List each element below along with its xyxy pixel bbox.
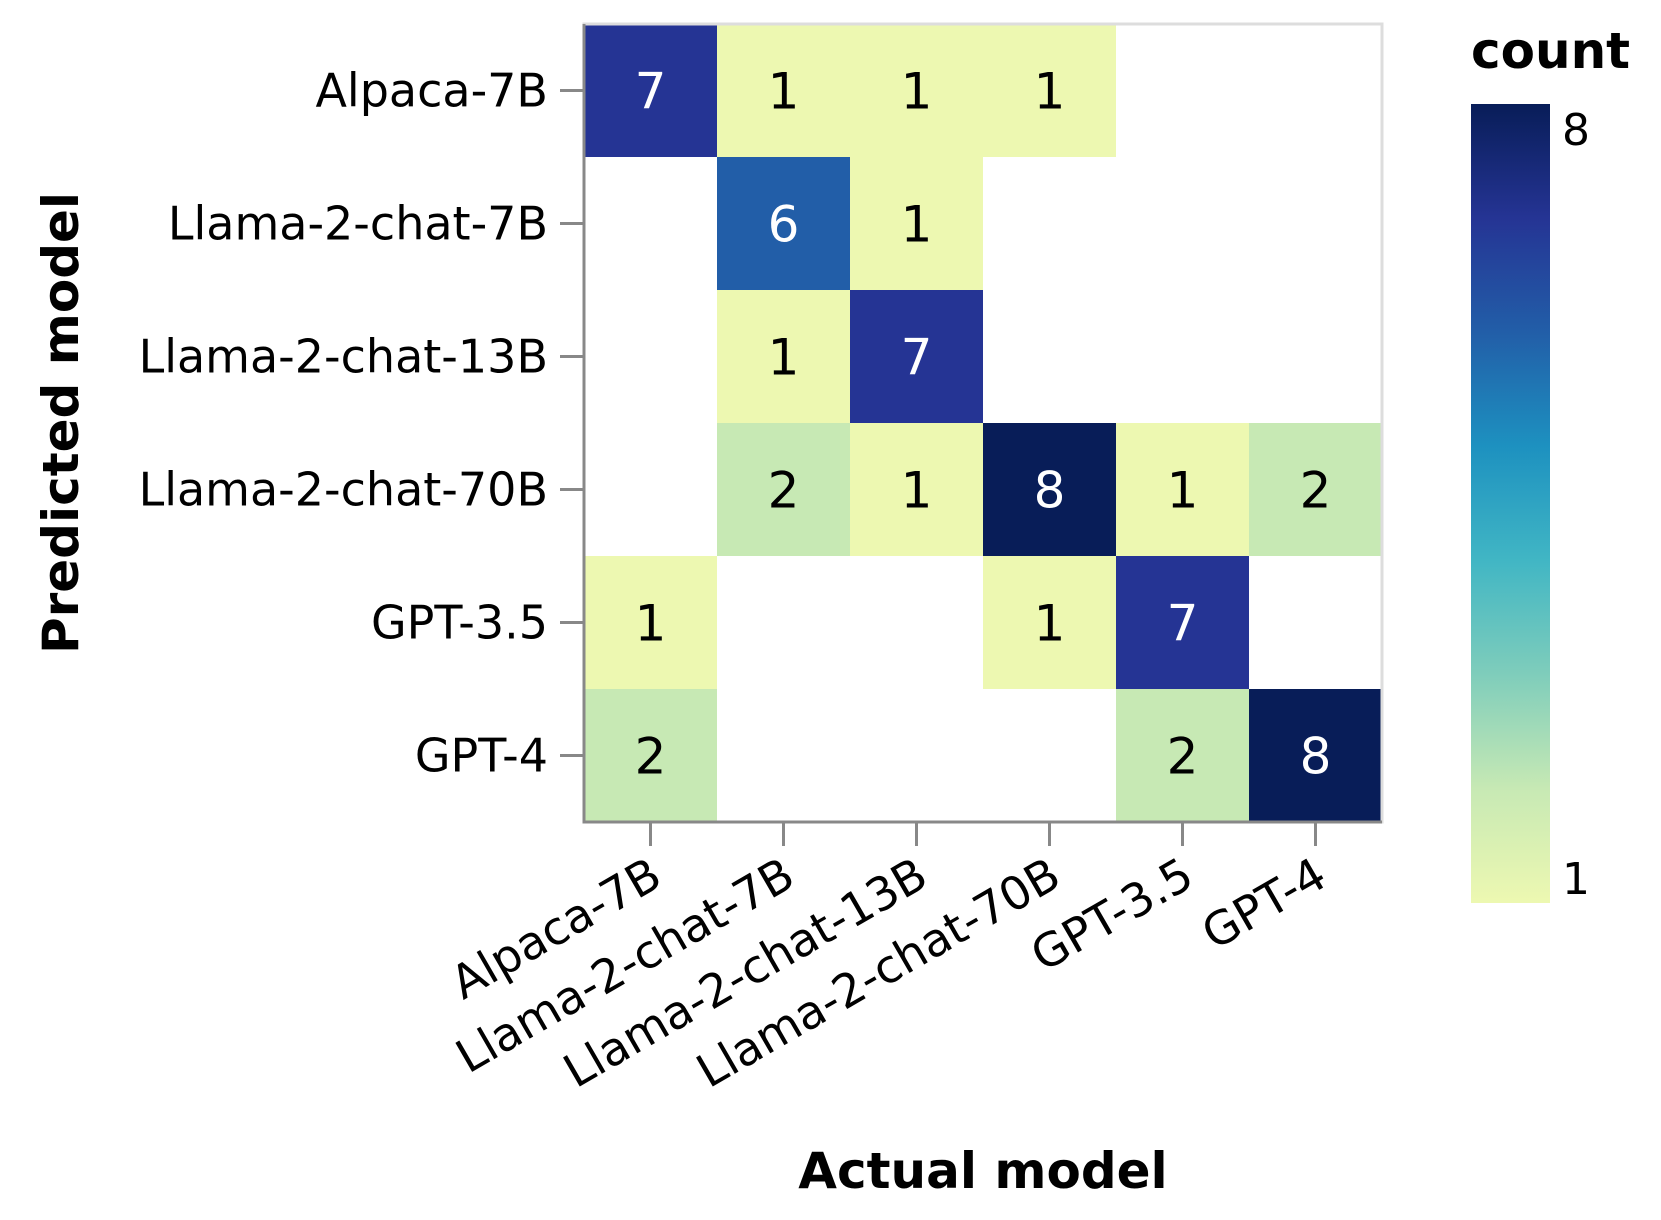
heatmap-cell: [584, 24, 717, 157]
x-axis-title: Actual model: [798, 1142, 1167, 1200]
cell-value-label: 8: [1300, 728, 1332, 786]
axes: [582, 24, 1382, 824]
cell-value-label: 8: [1034, 462, 1066, 520]
x-tick-label: GPT-4: [1193, 847, 1335, 960]
heatmap-cell: [1116, 689, 1249, 822]
legend-title: count: [1471, 22, 1630, 80]
heatmap-cell: [1116, 556, 1249, 689]
heatmap-cell: [717, 290, 850, 423]
cell-value-label: 7: [1167, 595, 1199, 653]
heatmap-cells: [584, 24, 1382, 822]
cell-value-label: 7: [635, 63, 667, 121]
cell-value-label: 2: [768, 462, 800, 520]
cell-value-label: 1: [901, 196, 933, 254]
heatmap-cell: [1249, 689, 1382, 822]
heatmap-cell: [717, 24, 850, 157]
heatmap-cell: [983, 556, 1116, 689]
y-axis-ticks: Alpaca-7B Llama-2-chat-7B Llama-2-chat-13B…: [139, 64, 584, 783]
y-tick-label: GPT-3.5: [371, 596, 548, 650]
heatmap-cell: [850, 290, 983, 423]
cell-value-label: 1: [768, 329, 800, 387]
heatmap-cell: [850, 157, 983, 290]
cell-value-label: 2: [1300, 462, 1332, 520]
cell-value-label: 7: [901, 329, 933, 387]
heatmap-cell: [983, 423, 1116, 556]
heatmap-cell: [584, 689, 717, 822]
heatmap-cell: [1116, 423, 1249, 556]
y-tick-label: Llama-2-chat-70B: [139, 463, 548, 517]
y-tick-label: GPT-4: [415, 729, 548, 783]
heatmap-cell: [983, 24, 1116, 157]
heatmap-cell: [584, 556, 717, 689]
cell-value-label: 1: [1167, 462, 1199, 520]
cell-value-label: 1: [635, 595, 667, 653]
cell-value-label: 6: [768, 196, 800, 254]
cell-value-label: 2: [635, 728, 667, 786]
x-axis-ticks: Alpaca-7BLlama-2-chat-7BLlama-2-chat-13B…: [442, 822, 1335, 1098]
cell-value-label: 1: [901, 63, 933, 121]
heatmap-cell: [850, 423, 983, 556]
y-tick-label: Llama-2-chat-7B: [168, 197, 548, 251]
heatmap-cell: [1249, 423, 1382, 556]
legend-min-label: 1: [1562, 854, 1590, 905]
heatmap-cell: [850, 24, 983, 157]
heatmap-cell: [717, 423, 850, 556]
y-tick-label: Alpaca-7B: [315, 64, 548, 118]
y-tick-label: Llama-2-chat-13B: [139, 330, 548, 384]
cell-value-label: 2: [1167, 728, 1199, 786]
cell-value-label: 1: [768, 63, 800, 121]
colorbar: [1471, 104, 1550, 903]
cell-value-label: 1: [1034, 595, 1066, 653]
heatmap-cell: [717, 157, 850, 290]
y-axis-title: Predicted model: [32, 192, 90, 654]
legend-max-label: 8: [1562, 105, 1590, 156]
cell-value-label: 1: [1034, 63, 1066, 121]
cell-value-label: 1: [901, 462, 933, 520]
